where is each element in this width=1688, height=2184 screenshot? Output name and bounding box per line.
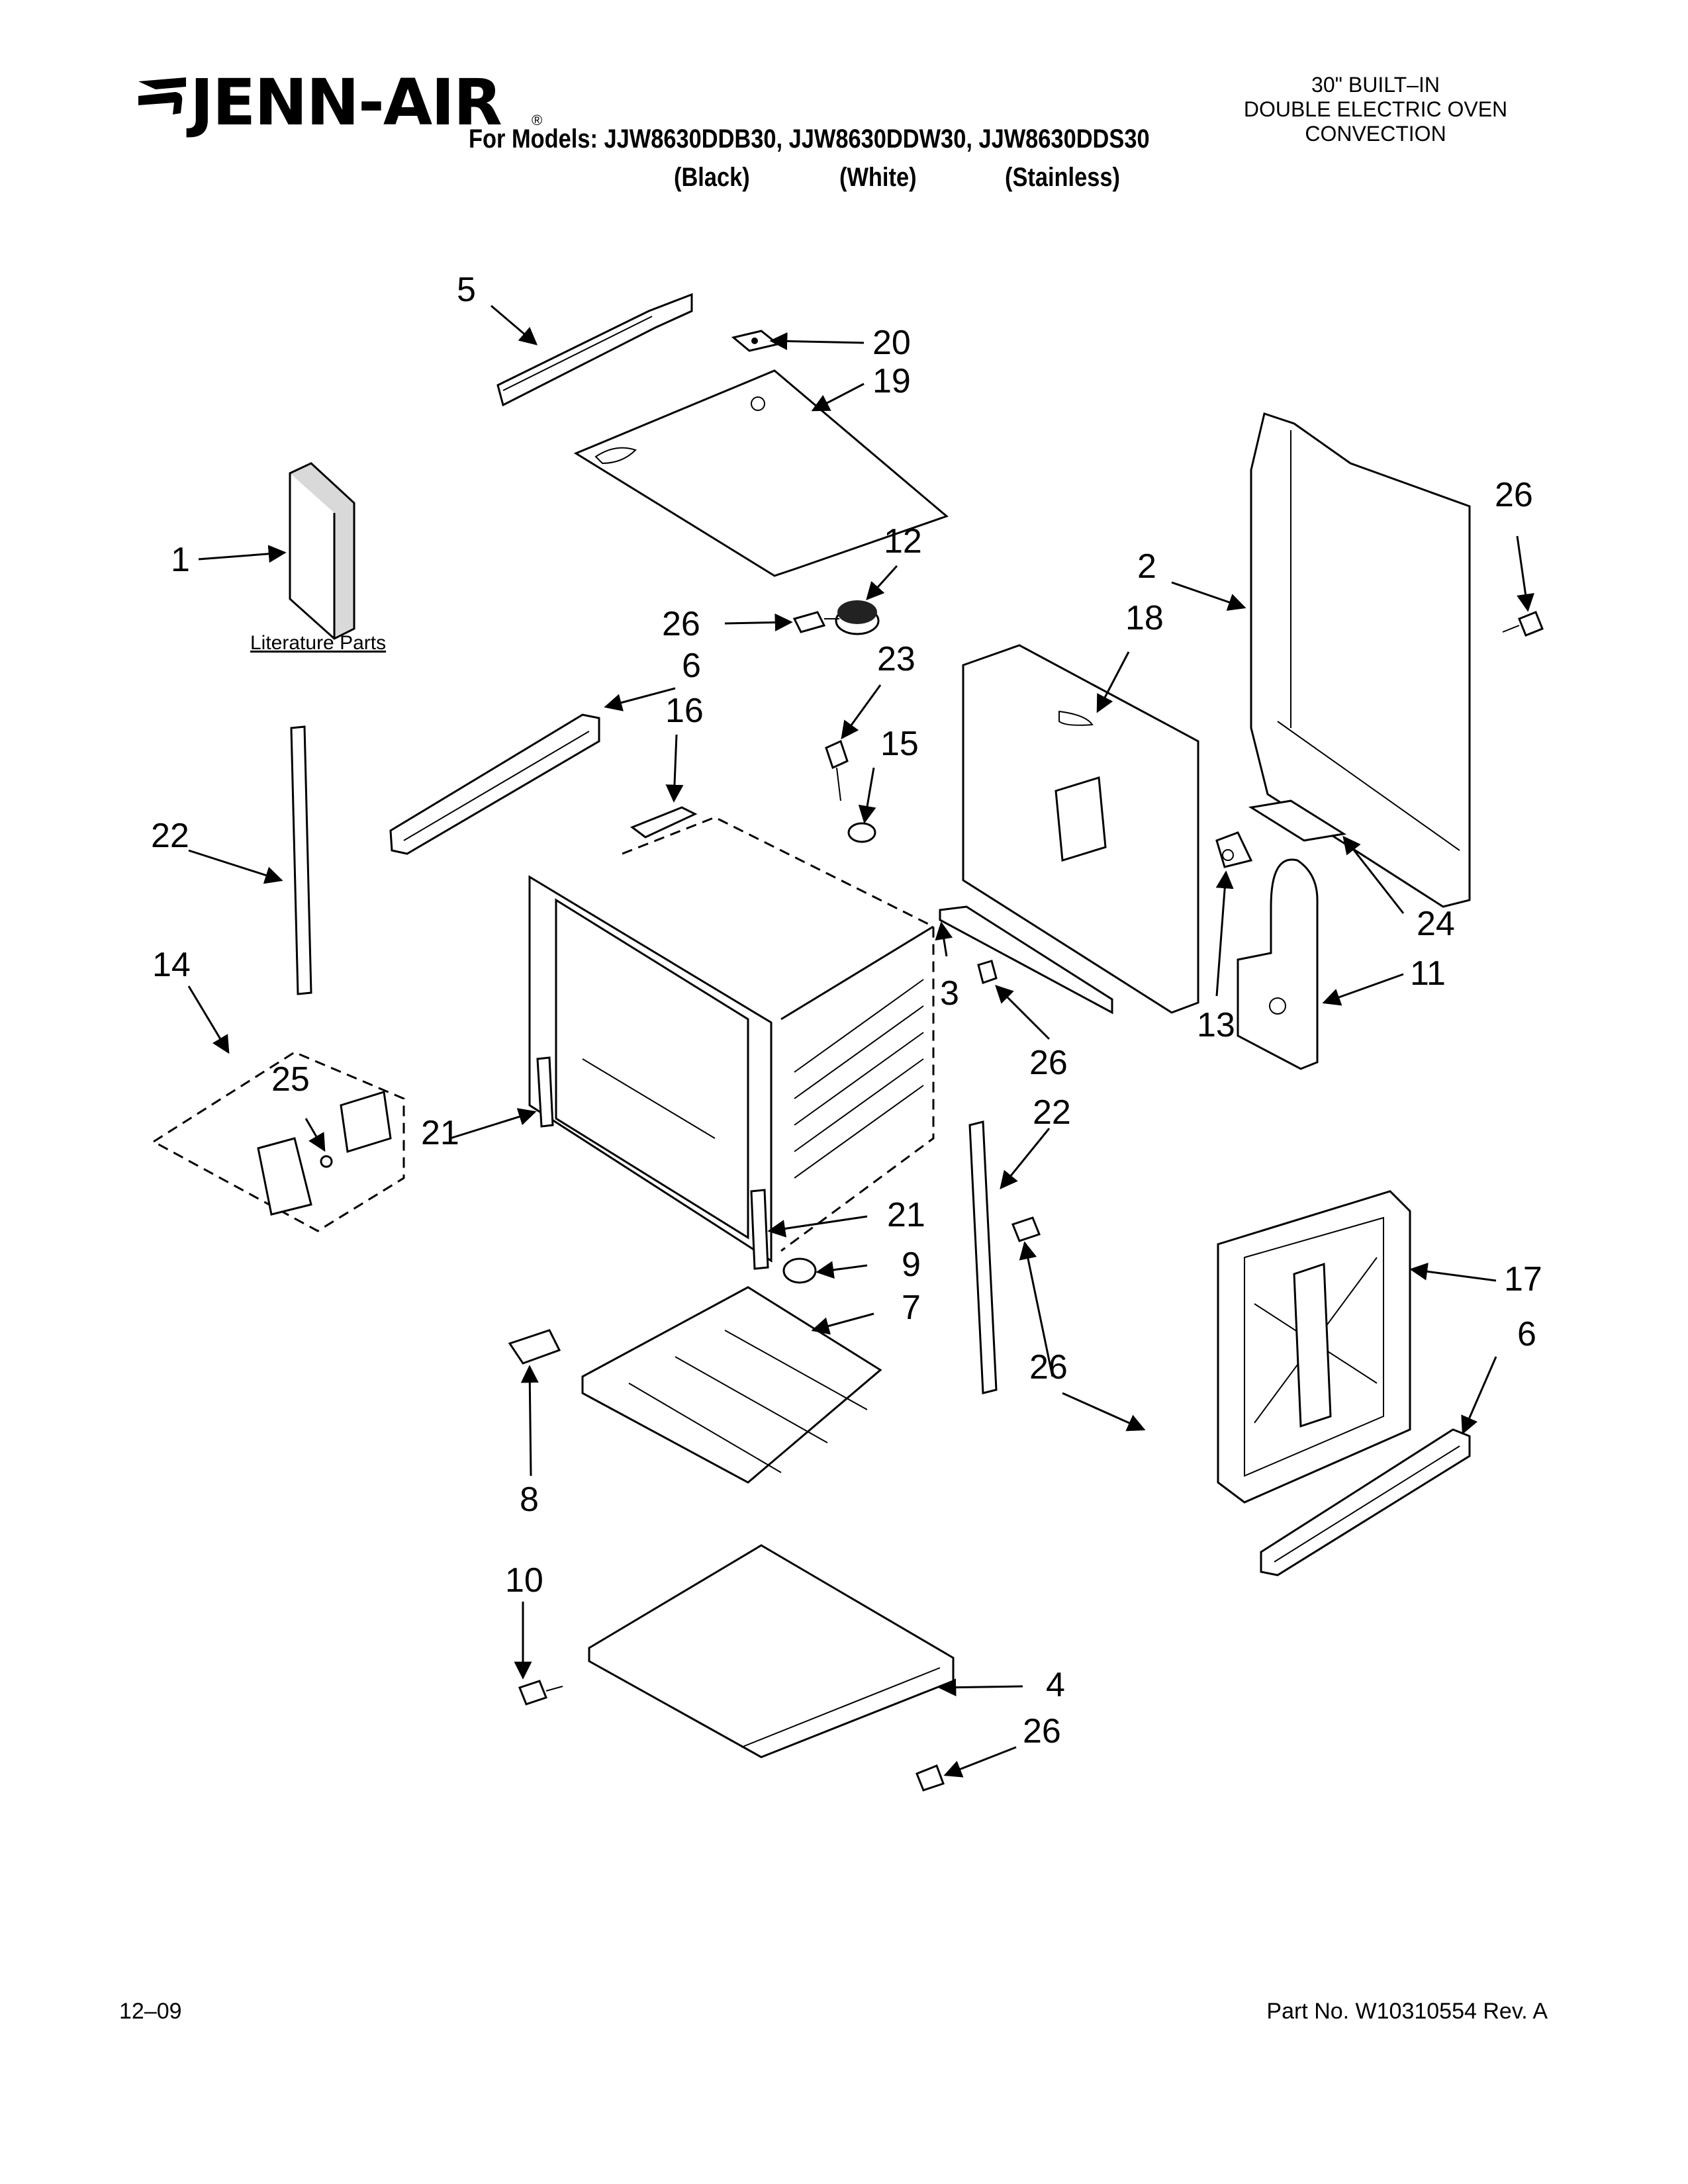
callout-25: 25 (271, 1060, 310, 1099)
footer-date: 12–09 (119, 1999, 182, 2024)
part-19-top-panel (573, 369, 949, 577)
oven-cavity (528, 816, 935, 1263)
callout-23: 23 (877, 640, 915, 678)
part-2-wrapper (1250, 412, 1471, 908)
part-26-screw-c (977, 960, 998, 984)
models-line: For Models: JJW8630DDB30, JJW8630DDW30, … (469, 124, 1150, 154)
part-5-top-rail (496, 293, 693, 407)
callout-11: 11 (1410, 954, 1446, 993)
model-color-white: (White) (839, 163, 917, 192)
part-26-screw-b (1502, 611, 1544, 637)
callout-1: 1 (171, 541, 190, 579)
callout-9: 9 (902, 1246, 921, 1284)
part-10-screw (518, 1680, 563, 1706)
callout-7: 7 (902, 1289, 921, 1327)
part-26-screw-d (1011, 1216, 1041, 1242)
part-14-control-assembly (152, 1051, 405, 1232)
callout-26-c: 26 (1029, 1044, 1068, 1082)
callout-15: 15 (880, 725, 919, 763)
callout-12: 12 (884, 522, 922, 561)
jenn-air-logo-mark-icon (138, 77, 186, 114)
callout-26-d: 26 (1029, 1348, 1068, 1387)
part-21-hinge-left (536, 1056, 554, 1128)
callout-18: 18 (1125, 599, 1164, 637)
part-8-switch (508, 1329, 561, 1365)
model-color-black: (Black) (674, 163, 750, 192)
callout-26-b: 26 (1495, 476, 1533, 514)
part-1-literature-book (289, 462, 355, 640)
callout-21-b: 21 (887, 1196, 925, 1234)
product-line-3: CONVECTION (1305, 122, 1446, 146)
callout-19: 19 (872, 362, 911, 400)
callout-5: 5 (457, 271, 476, 309)
leader-arrows (187, 304, 1534, 1778)
part-12-vent-cap (835, 600, 880, 635)
callout-2: 2 (1137, 547, 1156, 586)
part-23-screw (825, 739, 849, 801)
product-line-2: DOUBLE ELECTRIC OVEN (1243, 97, 1508, 121)
part-6-slide-rail-left (389, 713, 600, 855)
callout-13: 13 (1197, 1006, 1235, 1044)
part-22-side-strip-left (290, 725, 312, 995)
callout-14: 14 (152, 946, 191, 984)
part-24-strip (1248, 799, 1347, 842)
part-17-door-panel (1217, 1190, 1411, 1504)
part-18-rear-panel (962, 644, 1199, 1014)
part-4-bottom-panel (588, 1544, 955, 1758)
callout-21-a: 21 (421, 1114, 459, 1152)
part-11-heat-shield (1237, 858, 1319, 1070)
part-3-bracket (939, 905, 1113, 1015)
part-13-sensor (1215, 831, 1253, 868)
registered-mark: ® (532, 112, 543, 128)
callout-3: 3 (940, 974, 959, 1013)
callout-24: 24 (1417, 905, 1455, 943)
callout-17: 17 (1504, 1260, 1542, 1298)
part-7-broil-tray (581, 1286, 882, 1484)
part-20-bracket (731, 330, 780, 352)
part-9-knob (782, 1257, 817, 1284)
callout-26-e: 26 (1023, 1712, 1061, 1751)
callout-6-a: 6 (682, 647, 701, 685)
product-description: 30" BUILT–IN DOUBLE ELECTRIC OVEN CONVEC… (1203, 73, 1548, 146)
callout-10: 10 (505, 1561, 543, 1600)
part-22-side-strip-right (968, 1120, 998, 1394)
callout-22-b: 22 (1033, 1093, 1071, 1132)
part-26-screw-e (915, 1764, 945, 1792)
callout-4: 4 (1046, 1666, 1065, 1704)
footer-part-number: Part No. W10310554 Rev. A (1266, 1999, 1548, 2024)
literature-parts-label: Literature Parts (250, 632, 387, 654)
part-16-clip (630, 806, 698, 839)
callout-22-a: 22 (151, 817, 189, 855)
callout-20: 20 (872, 324, 911, 362)
callout-26-a: 26 (662, 605, 700, 643)
brand-name: JENN-AIR (190, 66, 502, 140)
part-21-hinge-right (750, 1189, 769, 1270)
part-15-grommet (847, 822, 876, 843)
product-line-1: 30" BUILT–IN (1311, 73, 1440, 97)
callout-16: 16 (665, 692, 704, 730)
part-6-slide-rail-right (1260, 1428, 1471, 1576)
callout-8: 8 (520, 1480, 539, 1519)
callout-6-b: 6 (1517, 1315, 1536, 1353)
model-color-stainless: (Stainless) (1005, 163, 1120, 192)
part-26-screw-a (792, 611, 839, 633)
